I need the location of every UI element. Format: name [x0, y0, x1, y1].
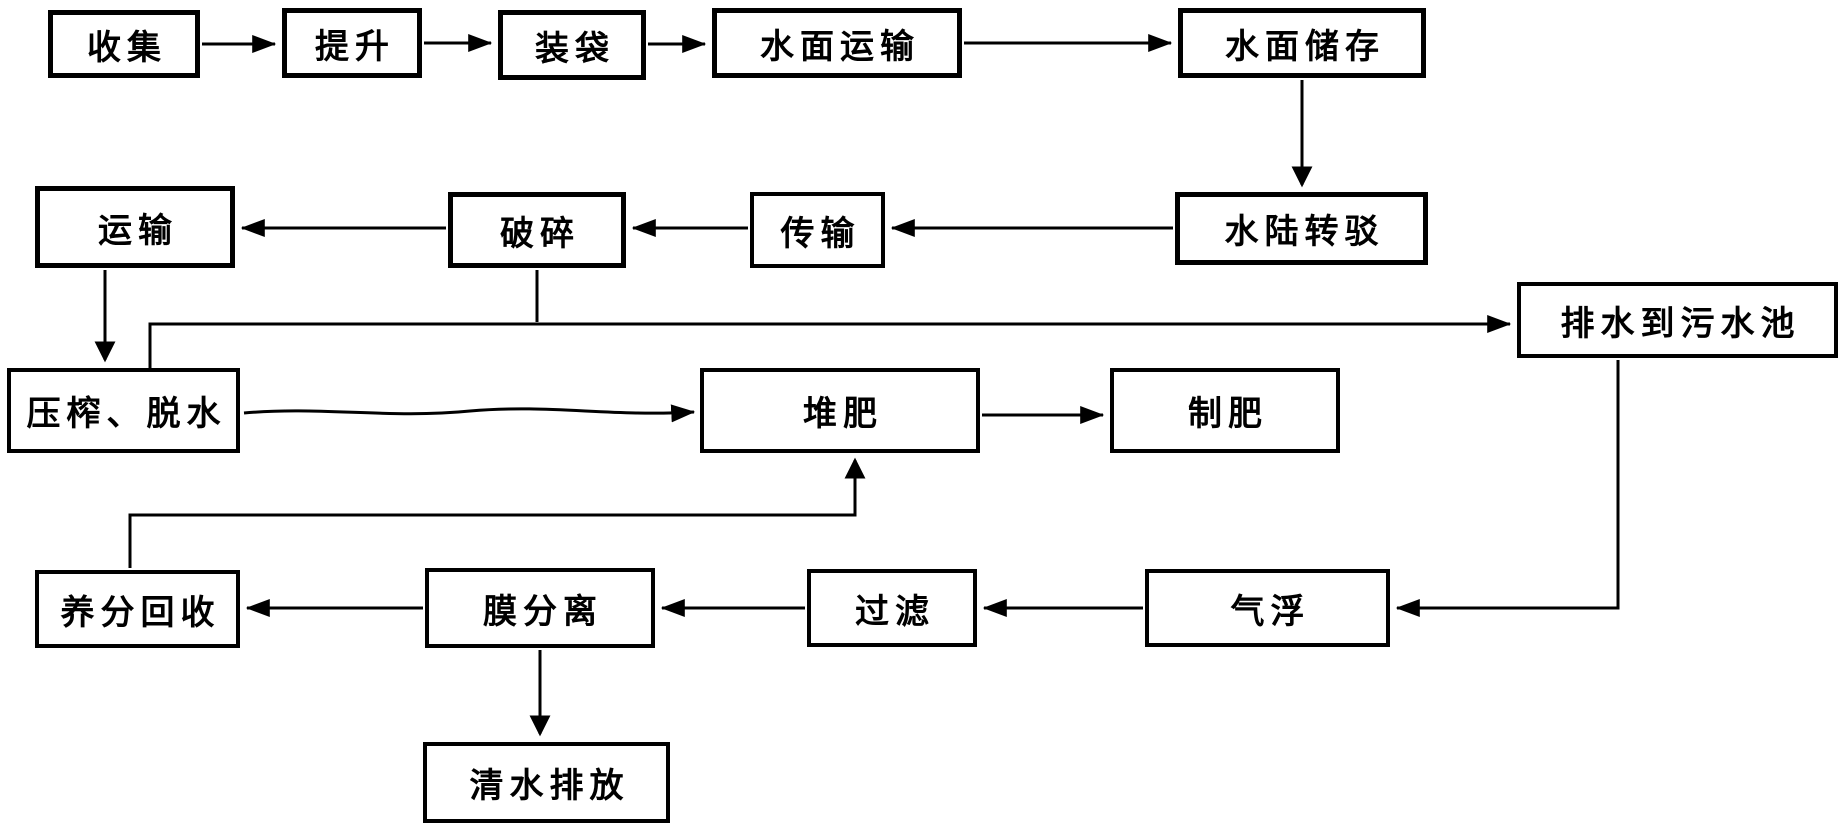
- arrow-crushing-branch-to-drain-sewage: [148, 315, 1512, 368]
- node-crushing-label: 破碎: [500, 213, 580, 254]
- node-bagging-label: 装袋: [535, 28, 615, 69]
- node-collect-label: 收集: [87, 27, 167, 68]
- node-collect: 收集: [48, 10, 200, 78]
- node-nutrient-recovery: 养分回收: [35, 570, 240, 648]
- node-filtration: 过滤: [807, 569, 977, 647]
- node-clean-water-discharge: 清水排放: [423, 742, 670, 823]
- node-conveying: 传输: [750, 192, 885, 268]
- node-membrane-separation: 膜分离: [425, 568, 655, 648]
- node-composting-label: 堆肥: [803, 394, 883, 434]
- node-membrane-separation-label: 膜分离: [483, 591, 603, 632]
- node-water-land-transfer: 水陆转驳: [1175, 192, 1428, 265]
- node-water-land-transfer-label: 水陆转驳: [1224, 212, 1385, 252]
- node-lift-label: 提升: [315, 26, 395, 67]
- node-clean-water-discharge-label: 清水排放: [469, 766, 630, 806]
- node-lift: 提升: [282, 8, 422, 78]
- node-conveying-label: 传输: [780, 213, 861, 254]
- node-air-flotation-label: 气浮: [1230, 591, 1311, 632]
- node-fertilizer-making: 制肥: [1110, 368, 1340, 453]
- node-nutrient-recovery-label: 养分回收: [60, 592, 221, 633]
- arrow-nutrient-recovery-to-composting: [128, 457, 866, 568]
- node-drain-to-sewage-pool: 排水到污水池: [1517, 282, 1838, 358]
- node-press-dewater-label: 压榨、脱水: [26, 394, 227, 434]
- node-fertilizer-making-label: 制肥: [1188, 394, 1268, 434]
- node-filtration-label: 过滤: [855, 591, 935, 632]
- arrow-drain-sewage-to-air-flotation: [1395, 360, 1620, 617]
- node-transport: 运输: [35, 186, 235, 268]
- node-crushing: 破碎: [448, 192, 626, 268]
- node-transport-label: 运输: [98, 210, 178, 251]
- node-surface-transport-label: 水面运输: [760, 26, 920, 67]
- node-drain-to-sewage-pool-label: 排水到污水池: [1560, 303, 1801, 344]
- node-bagging: 装袋: [498, 10, 646, 80]
- node-surface-storage: 水面储存: [1178, 8, 1426, 78]
- node-press-dewater: 压榨、脱水: [7, 368, 240, 453]
- arrow-press-dewater-to-composting: [243, 404, 696, 423]
- node-air-flotation: 气浮: [1145, 569, 1390, 647]
- node-surface-storage-label: 水面储存: [1225, 26, 1385, 67]
- node-composting: 堆肥: [700, 368, 980, 453]
- node-surface-transport: 水面运输: [712, 8, 962, 78]
